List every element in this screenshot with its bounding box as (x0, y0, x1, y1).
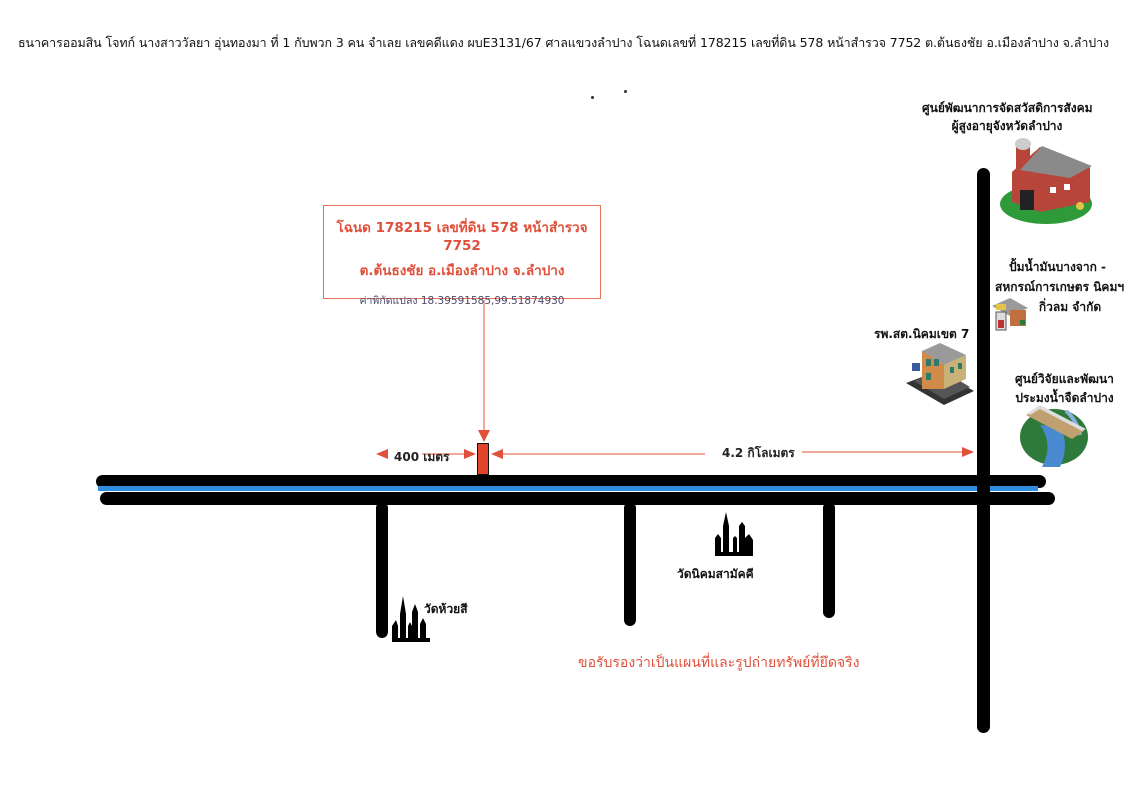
gas-station-label-3: กิ่วลม จำกัด (1038, 300, 1102, 314)
gas-station-label-2: สหกรณ์การเกษตร นิคมฯ (995, 280, 1125, 294)
location-info: ต.ต้นธงชัย อ.เมืองลำปาง จ.ลำปาง (359, 263, 565, 279)
side-road-2 (624, 502, 636, 626)
wat-huai-si-label: วัดห้วยสี (424, 602, 468, 616)
document-header: ธนาคารออมสิน โจทก์ นางสาววัลยา อุ่นทองมา… (18, 35, 1110, 50)
right-arrowhead-in (491, 449, 503, 459)
scan-speck (624, 90, 627, 93)
pointer-arrowhead (478, 430, 490, 442)
river-canal (98, 486, 1038, 491)
temple-icon (392, 596, 430, 642)
elderly-center-label-2: ผู้สูงอายุจังหวัดลำปาง (951, 119, 1063, 133)
cross-road-vertical (977, 168, 990, 733)
distance-right-label: 4.2 กิโลเมตร (722, 446, 795, 460)
deed-info: โฉนด 178215 เลขที่ดิน 578 หน้าสำรวจ 7752 (336, 220, 588, 254)
right-arrowhead-out (962, 447, 974, 457)
distance-left-label: 400 เมตร (394, 450, 450, 464)
gas-station-label-1: ปั้มน้ำมันบางจาก - (1009, 260, 1106, 274)
elderly-center-label-1: ศูนย์พัฒนาการจัดสวัสดิการสังคม (922, 101, 1093, 115)
river-bridge-icon (1020, 405, 1088, 467)
wat-nikhom-label: วัดนิคมสามัคคี (677, 567, 754, 581)
hospital-building-icon (906, 343, 974, 405)
gas-station-icon (992, 298, 1028, 331)
coord-value: 18.39591585,99.51874930 (420, 295, 565, 307)
barn-icon (1000, 138, 1092, 224)
fishery-center-label-1: ศูนย์วิจัยและพัฒนา (1015, 372, 1114, 386)
property-marker (477, 443, 489, 475)
certification-text: ขอรับรองว่าเป็นแผนที่และรูปถ่ายทรัพย์ที่… (578, 655, 860, 671)
coord-label: ค่าพิกัดแปลง (359, 295, 418, 307)
temple-icon (715, 512, 753, 556)
property-info-box: โฉนด 178215 เลขที่ดิน 578 หน้าสำรวจ 7752… (323, 205, 601, 307)
side-road-3 (823, 502, 835, 618)
left-arrowhead-out (376, 449, 388, 459)
fishery-center-label-2: ประมงน้ำจืดลำปาง (1015, 391, 1114, 405)
main-road-lower (100, 492, 1055, 505)
main-road-upper (96, 475, 1046, 488)
scan-speck (591, 96, 594, 99)
left-arrowhead-in (464, 449, 476, 459)
health-center-label: รพ.สต.นิคมเขต 7 (874, 327, 970, 341)
side-road-1 (376, 502, 388, 638)
coordinates: ค่าพิกัดแปลง 18.39591585,99.51874930 (324, 292, 600, 309)
